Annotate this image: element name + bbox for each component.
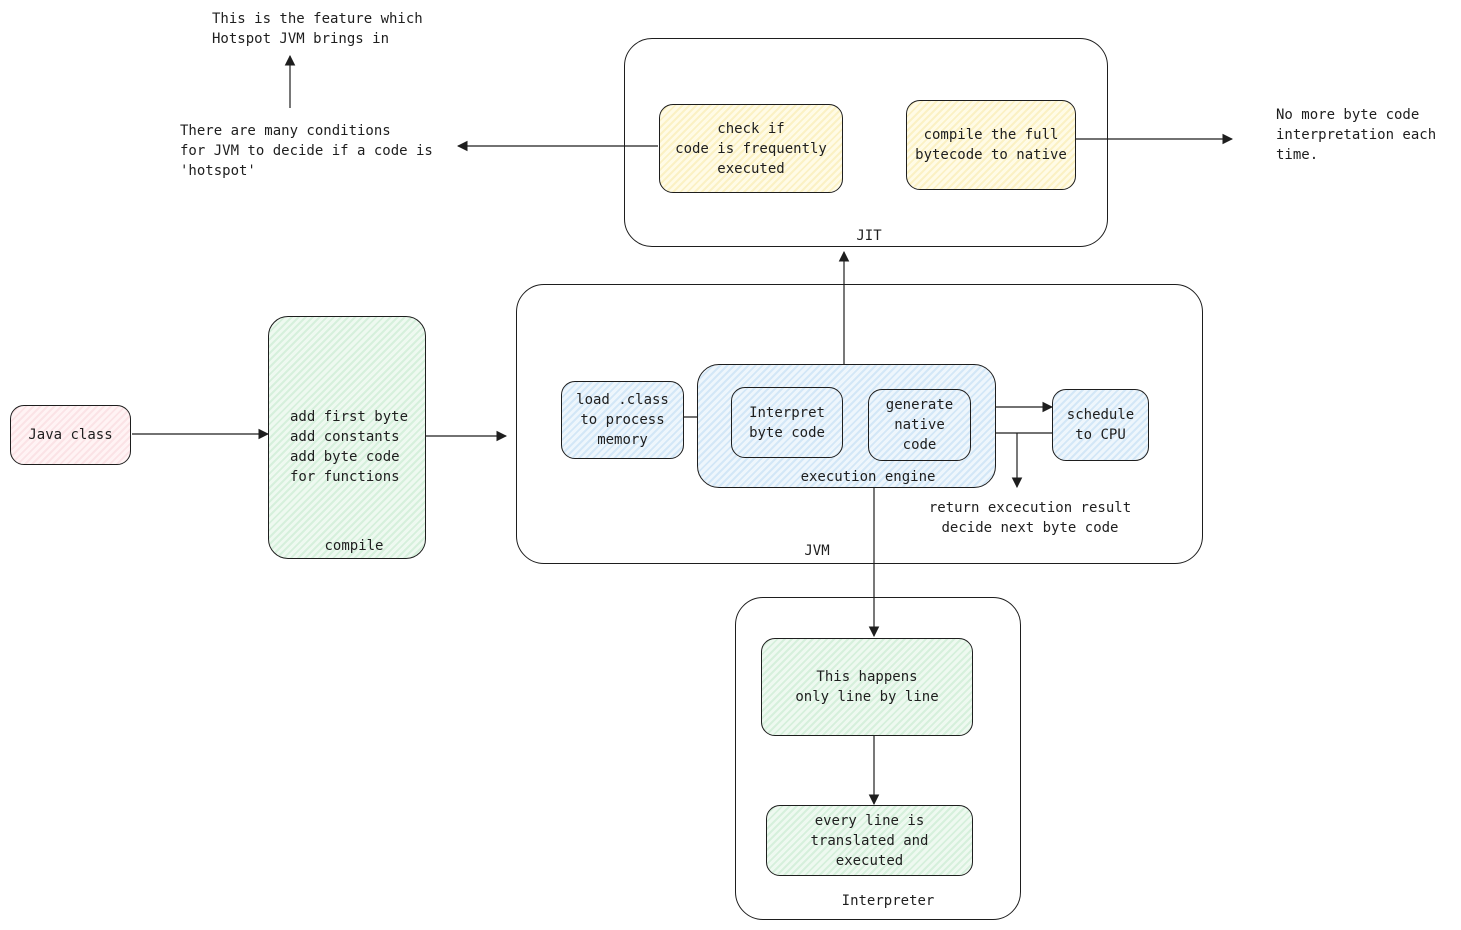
generate-native-box: generate native code — [868, 389, 971, 461]
hotspot-conditions-note: There are many conditions for JVM to dec… — [180, 123, 433, 179]
compile-box — [268, 316, 426, 559]
interpret-bytecode-box: Interpret byte code — [731, 387, 843, 458]
check-frequency-box: check if code is frequently executed — [659, 104, 843, 193]
hotspot-feature-note: This is the feature which Hotspot JVM br… — [212, 11, 423, 47]
compile-title: compile — [324, 538, 384, 554]
load-class-box: load .class to process memory — [561, 381, 684, 459]
line-by-line-box: This happens only line by line — [761, 638, 973, 736]
jvm-container — [516, 284, 1203, 564]
jit-container — [624, 38, 1108, 247]
java-class-box: Java class — [10, 405, 131, 465]
jvm-title: JVM — [804, 543, 830, 559]
return-result-note: return excecution result decide next byt… — [928, 500, 1132, 536]
execution-engine-label: execution engine — [800, 469, 936, 485]
interpreter-title: Interpreter — [841, 893, 935, 909]
compile-native-box: compile the full bytecode to native — [906, 100, 1076, 190]
interpreter-container — [735, 597, 1021, 920]
jit-title: JIT — [856, 228, 882, 244]
no-more-interpretation-note: No more byte code interpretation each ti… — [1276, 107, 1437, 163]
compile-steps: add first byte add constants add byte co… — [290, 409, 409, 485]
schedule-cpu-box: schedule to CPU — [1052, 389, 1149, 461]
translated-box: every line is translated and executed — [766, 805, 973, 876]
